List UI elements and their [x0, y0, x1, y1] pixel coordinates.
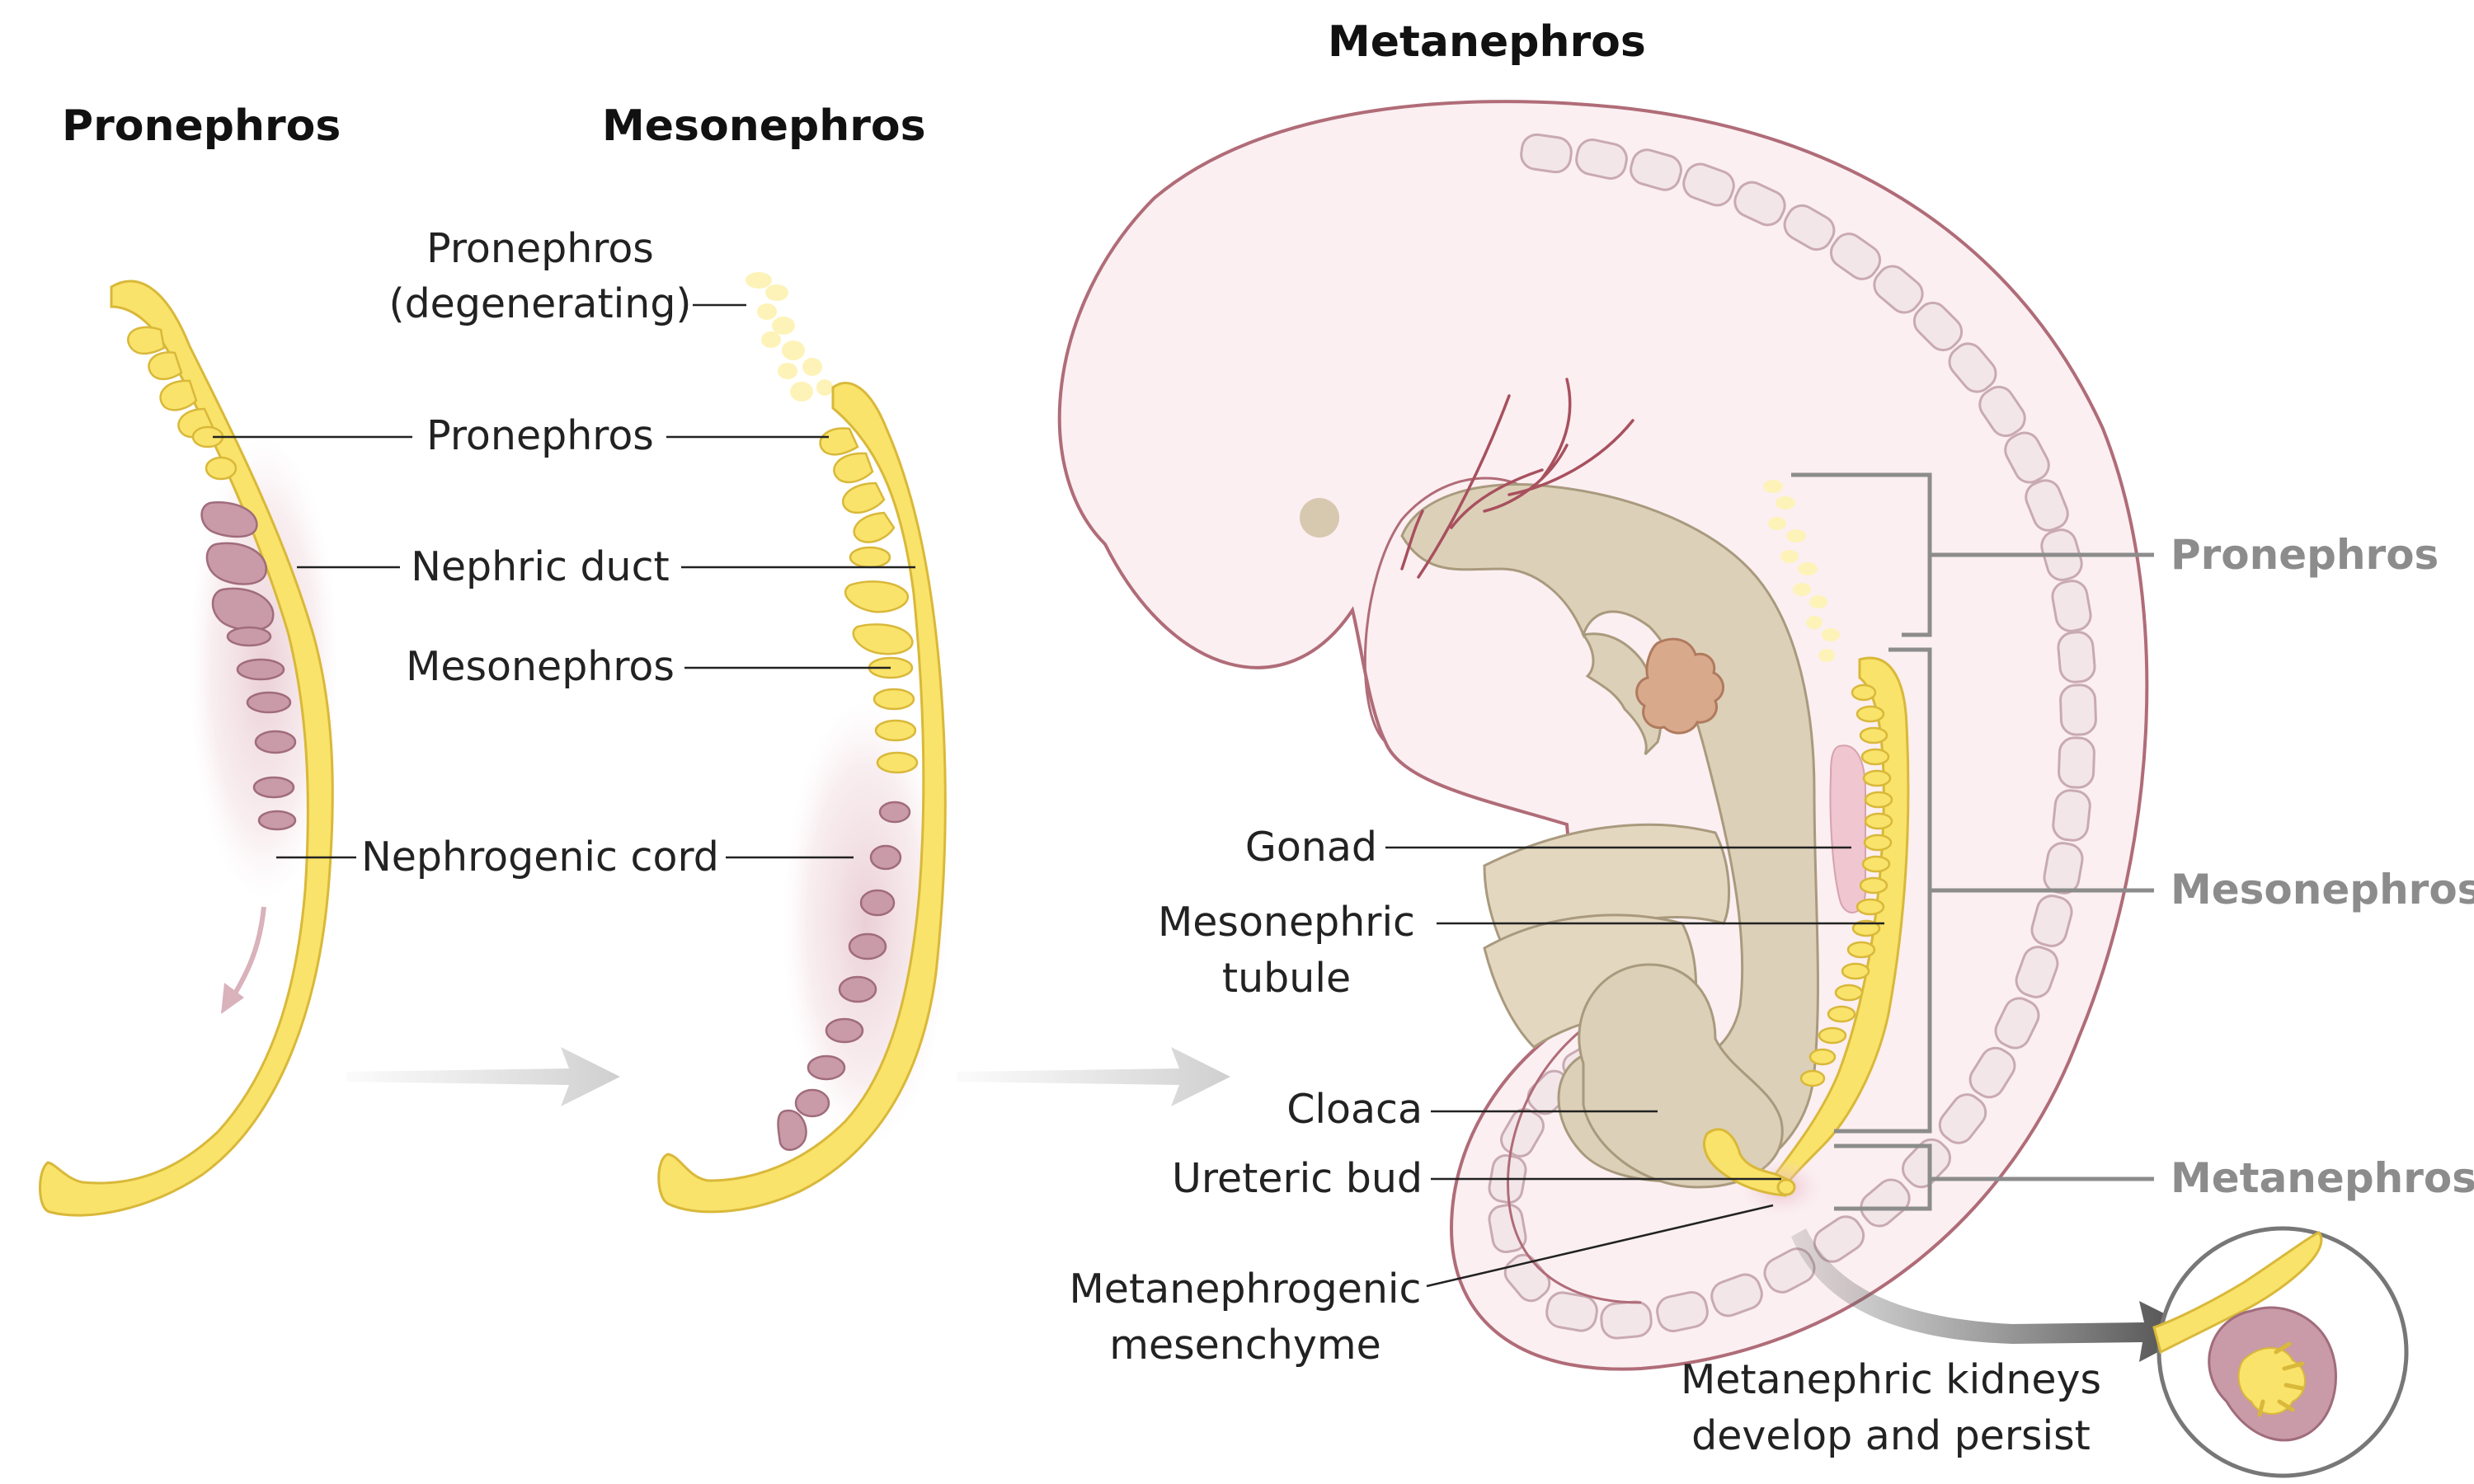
- gut-tube: [1400, 483, 1819, 1183]
- nephrogenic-segment: [252, 776, 295, 799]
- side-label-metanephros: Metanephros: [2171, 1154, 2474, 1202]
- nephrogenic-segment: [878, 801, 911, 824]
- label-mesonephric-tubule-2: tubule: [1222, 955, 1351, 1002]
- nephrogenic-segment: [200, 501, 258, 538]
- mesonephric-tubule: [819, 427, 859, 456]
- gonad: [1829, 744, 1866, 913]
- side-label-mesonephros: Mesonephros: [2171, 866, 2474, 913]
- pronephric-tubule: [148, 351, 183, 381]
- mesonephric-tubule: [876, 751, 919, 774]
- eye: [1300, 498, 1339, 538]
- stage-brackets: [1791, 472, 2154, 1211]
- nephrogenic-segment: [236, 658, 285, 681]
- heading-mesonephros: Mesonephros: [602, 101, 926, 151]
- kidney-calyces: [2257, 1341, 2305, 1417]
- liver-bud: [1635, 637, 1724, 735]
- embryo-mesonephric-tubules: [1799, 683, 1893, 1087]
- label-ureteric-bud: Ureteric bud: [1172, 1155, 1423, 1202]
- nephrogenic-segment: [254, 730, 297, 754]
- ureteric-bud-tip: [1776, 1178, 1796, 1196]
- nephrogenic-segment: [807, 1054, 846, 1081]
- mesonephric-tubule: [833, 452, 874, 484]
- tail-contour: [1507, 1021, 1642, 1304]
- blood-vessel: [1450, 468, 1544, 529]
- label-nephrogenic-cord: Nephrogenic cord: [361, 834, 719, 881]
- heading-metanephros: Metanephros: [1328, 17, 1646, 67]
- mesonephric-tubule: [849, 546, 891, 569]
- nephrogenic-segment: [838, 975, 877, 1003]
- mesonephric-tubule: [852, 623, 914, 655]
- kidney-inset: [2152, 1226, 2409, 1478]
- side-label-pronephros: Pronephros: [2171, 531, 2439, 579]
- nephrogenic-segment: [205, 542, 267, 585]
- curved-right-arrow-icon: [1791, 1228, 2199, 1362]
- blood-vessel: [1417, 394, 1511, 579]
- pronephric-tubule: [159, 379, 198, 411]
- nephrogenic-segment: [869, 844, 902, 871]
- label-metanephrogenic-mesenchyme-2: mesenchyme: [1109, 1322, 1380, 1369]
- label-cloaca: Cloaca: [1286, 1086, 1423, 1133]
- curved-down-arrow-icon-head: [221, 983, 244, 1014]
- leader-metanephrogenic-mesenchyme: [1426, 1204, 1774, 1288]
- label-metanephrogenic-mesenchyme-1: Metanephrogenic: [1070, 1266, 1422, 1313]
- label-metanephric-kidneys-2: develop and persist: [1691, 1412, 2091, 1459]
- label-mesonephros: Mesonephros: [406, 643, 675, 690]
- embryo: [1057, 100, 2149, 1371]
- label-gonad: Gonad: [1245, 824, 1377, 871]
- mesonephros-panel: [657, 272, 948, 1214]
- blood-vessel: [1507, 419, 1634, 496]
- mesonephric-tubule: [844, 580, 910, 613]
- nephrogenic-segment: [848, 932, 887, 960]
- nephrogenic-segment: [825, 1017, 864, 1044]
- foregut-pouch: [1581, 632, 1663, 756]
- blood-vessel: [1400, 510, 1424, 571]
- pronephric-tubule: [127, 326, 166, 355]
- curved-down-arrow-icon: [230, 906, 266, 999]
- nephrogenic-segment: [226, 626, 272, 647]
- nephrogenic-segment: [794, 1088, 830, 1118]
- nephric-duct-1: [39, 279, 334, 1217]
- pronephros-panel: [39, 279, 338, 1217]
- mesonephric-tubule: [872, 688, 915, 711]
- pronephric-tubule: [205, 456, 238, 481]
- blood-vessel: [1540, 378, 1572, 480]
- heading-pronephros: Pronephros: [62, 101, 341, 151]
- nephrogenic-segment: [859, 889, 896, 917]
- nephric-duct-2: [657, 382, 947, 1214]
- kidney-ureter: [2152, 1231, 2323, 1355]
- mesonephric-tubule: [874, 719, 917, 742]
- label-pronephros-degenerating-1: Pronephros: [426, 225, 654, 272]
- mesonephric-tubule: [853, 511, 896, 543]
- nephrogenic-segment: [246, 691, 292, 714]
- nephrogenic-segment: [777, 1109, 807, 1151]
- embryo-pronephros-degenerating: [1763, 480, 1840, 662]
- label-pronephros-degenerating-2: (degenerating): [388, 280, 691, 327]
- label-metanephric-kidneys-1: Metanephric kidneys: [1681, 1356, 2101, 1403]
- degenerating-pronephros: [745, 272, 833, 402]
- label-nephric-duct: Nephric duct: [411, 543, 670, 590]
- right-arrow-icon: [957, 1047, 1230, 1106]
- mesonephric-tubule: [841, 481, 886, 514]
- label-pronephros: Pronephros: [426, 412, 654, 459]
- label-mesonephric-tubule-1: Mesonephric: [1158, 899, 1415, 946]
- nephrogenic-segment: [257, 810, 297, 831]
- right-arrow-icon: [346, 1047, 620, 1106]
